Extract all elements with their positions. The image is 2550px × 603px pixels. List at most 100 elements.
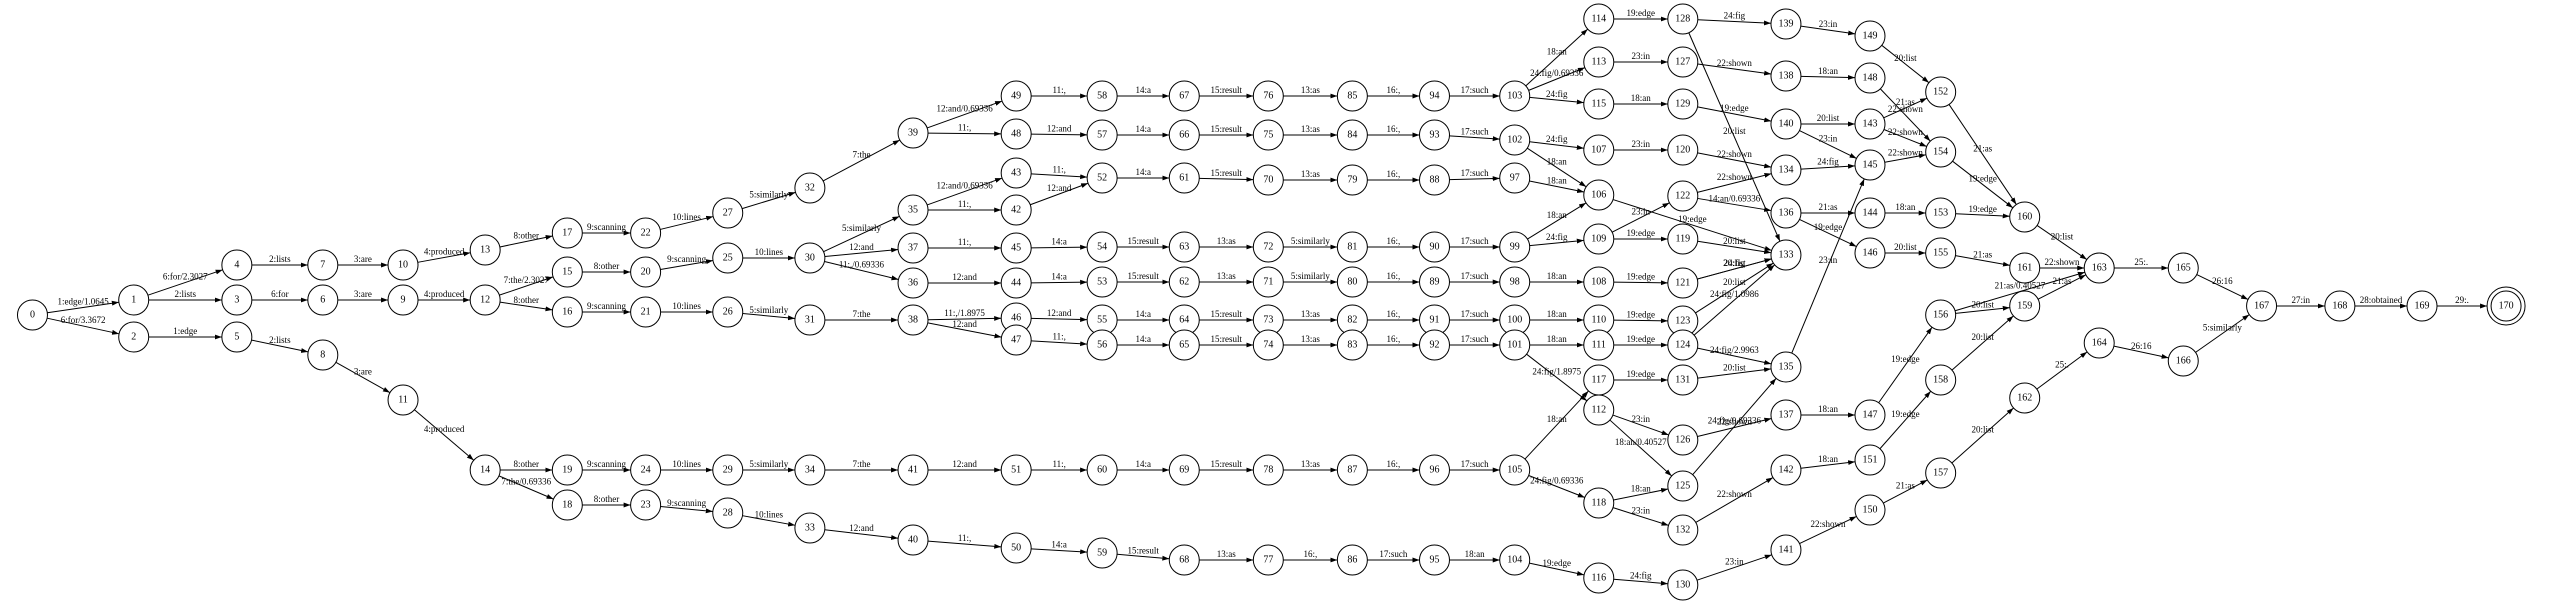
state-label: 162: [2017, 393, 2032, 404]
state-circle: [2167, 345, 2199, 377]
edge-label: 14:an/0.69336: [1709, 194, 1761, 204]
state-node-126: 126: [1667, 424, 1699, 456]
state-circle: [1854, 399, 1886, 431]
edge-147-156: [1878, 326, 1933, 404]
state-label: 100: [1507, 315, 1522, 326]
edge-label: 11:,/0.69336: [839, 260, 885, 270]
state-node-31: 31: [794, 304, 826, 336]
state-node-86: 86: [1336, 544, 1368, 576]
state-circle: [1770, 454, 1802, 486]
state-circle: [2083, 327, 2115, 359]
edge-label: 24:fig/0.69336: [1530, 476, 1584, 486]
edge-162-164: [2036, 351, 2088, 390]
state-label: 31: [805, 315, 815, 326]
state-circle: [1086, 162, 1118, 194]
edge-label: 4:produced: [424, 424, 465, 434]
state-circle: [1583, 3, 1615, 35]
state-node-65: 65: [1168, 329, 1200, 361]
state-circle: [794, 304, 826, 336]
state-circle: [1336, 266, 1368, 298]
state-circle: [1499, 124, 1531, 156]
edge-label: 8:other: [594, 261, 620, 271]
state-node-151: 151: [1854, 444, 1886, 476]
state-label: 126: [1675, 435, 1690, 446]
state-node-155: 155: [1925, 237, 1957, 269]
state-circle: [1667, 514, 1699, 546]
state-circle: [1168, 119, 1200, 151]
edge-160-163: [2036, 225, 2088, 260]
state-label: 84: [1347, 130, 1357, 141]
edge-label: 11:,: [958, 123, 971, 133]
edge-label: 24:fig: [1546, 232, 1568, 242]
state-circle: [1499, 162, 1531, 194]
edge-label: 13:as: [1301, 309, 1320, 319]
state-label: 60: [1097, 465, 1107, 476]
edge-153-160: [1955, 213, 2010, 219]
edge-label: 19:edge: [1891, 409, 1920, 419]
state-circle: [897, 194, 929, 226]
state-circle: [1667, 424, 1699, 456]
state-circle: [118, 321, 150, 353]
state-label: 55: [1097, 315, 1107, 326]
edge-label: 12:and: [952, 459, 977, 469]
state-node-18: 18: [551, 489, 583, 521]
edge-label: 9:scanning: [587, 222, 626, 232]
edge-label: 11:,/1.8975: [944, 308, 985, 318]
edge-30-37: [824, 247, 899, 258]
state-circle: [1252, 80, 1284, 112]
state-label: 44: [1011, 278, 1021, 289]
edge-129-140: [1697, 106, 1772, 123]
edge-label: 7:the/2.3027: [504, 275, 550, 285]
edge-label: 11:,: [1052, 165, 1065, 175]
state-label: 78: [1263, 465, 1273, 476]
state-label: 82: [1347, 315, 1357, 326]
edge-label: 11:,: [1052, 85, 1065, 95]
edge-112-126: [1612, 414, 1669, 436]
state-node-107: 107: [1583, 134, 1615, 166]
state-circle: [221, 284, 253, 316]
edge-label: 24:fig/1.0986: [1710, 289, 1759, 299]
state-circle: [1854, 108, 1886, 140]
state-label: 153: [1933, 208, 1948, 219]
state-node-140: 140: [1770, 108, 1802, 140]
state-label: 156: [1933, 310, 1948, 321]
state-label: 33: [805, 523, 815, 534]
state-circle: [1667, 46, 1699, 78]
state-label: 90: [1429, 242, 1439, 253]
state-label: 59: [1097, 548, 1107, 559]
state-node-98: 98: [1499, 266, 1531, 298]
state-node-103: 103: [1499, 80, 1531, 112]
edge-label: 14:a: [1051, 237, 1067, 247]
state-node-57: 57: [1086, 119, 1118, 151]
state-circle: [1925, 299, 1957, 331]
edge-119-133: [1697, 240, 1772, 255]
state-node-137: 137: [1770, 399, 1802, 431]
edge-label: 9:scanning: [667, 498, 706, 508]
edge-label: 5:similarly: [749, 305, 788, 315]
edge-label: 10:lines: [755, 247, 784, 257]
state-node-105: 105: [1499, 454, 1531, 486]
state-label: 130: [1675, 580, 1690, 591]
state-node-158: 158: [1925, 364, 1957, 396]
edge-label: 29:.: [2455, 295, 2469, 305]
state-circle: [630, 256, 662, 288]
state-node-32: 32: [794, 172, 826, 204]
state-node-58: 58: [1086, 80, 1118, 112]
edge-39-49: [926, 100, 1003, 129]
edge-0-1: [47, 300, 119, 314]
edge-label: 17:such: [1461, 309, 1489, 319]
edge-label: 23:in: [1819, 134, 1838, 144]
state-node-85: 85: [1336, 80, 1368, 112]
state-circle: [2009, 201, 2041, 233]
state-node-53: 53: [1086, 266, 1118, 298]
state-circle: [551, 256, 583, 288]
state-node-41: 41: [897, 454, 929, 486]
state-circle: [1667, 134, 1699, 166]
state-node-27: 27: [712, 197, 744, 229]
state-circle: [1252, 544, 1284, 576]
edge-39-48: [928, 131, 1002, 137]
edge-106-133: [1612, 199, 1772, 251]
state-node-48: 48: [1000, 118, 1032, 150]
state-label: 79: [1347, 175, 1357, 186]
state-node-62: 62: [1168, 266, 1200, 298]
